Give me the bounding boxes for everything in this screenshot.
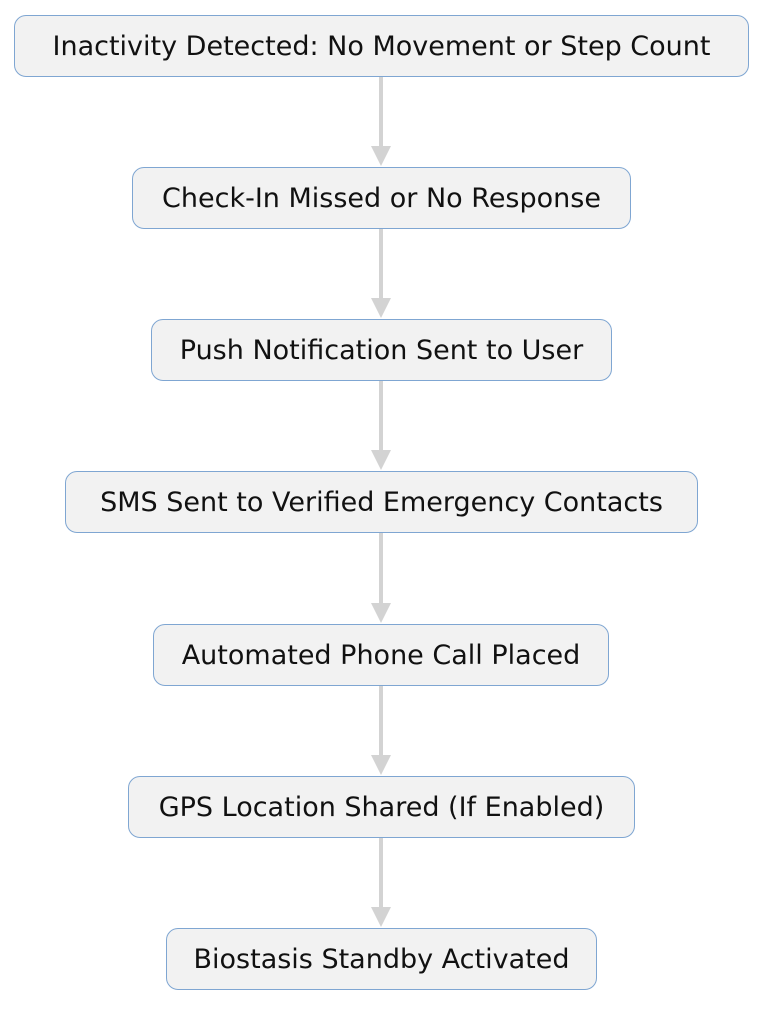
node-label: SMS Sent to Verified Emergency Contacts <box>100 486 663 518</box>
node-label: GPS Location Shared (If Enabled) <box>158 791 605 823</box>
arrowhead-icon <box>371 450 391 470</box>
arrowhead-icon <box>371 907 391 927</box>
node-biostasis-standby: Biostasis Standby Activated <box>166 928 597 990</box>
node-label: Automated Phone Call Placed <box>181 639 581 671</box>
node-label: Check-In Missed or No Response <box>162 182 601 214</box>
edge-n3-n4 <box>371 381 391 470</box>
arrowhead-icon <box>371 146 391 166</box>
arrowhead-icon <box>371 298 391 318</box>
node-automated-call: Automated Phone Call Placed <box>153 624 609 686</box>
node-label: Inactivity Detected: No Movement or Step… <box>52 30 711 62</box>
node-label: Biostasis Standby Activated <box>193 943 570 975</box>
edge-n4-n5 <box>371 533 391 623</box>
edge-n6-n7 <box>371 838 391 927</box>
edge-n1-n2 <box>371 77 391 166</box>
node-push-notification: Push Notification Sent to User <box>151 319 612 381</box>
node-gps-location-shared: GPS Location Shared (If Enabled) <box>128 776 635 838</box>
edge-n2-n3 <box>371 229 391 318</box>
arrowhead-icon <box>371 603 391 623</box>
node-label: Push Notification Sent to User <box>179 334 584 366</box>
node-sms-sent: SMS Sent to Verified Emergency Contacts <box>65 471 698 533</box>
node-check-in-missed: Check-In Missed or No Response <box>132 167 631 229</box>
edge-n5-n6 <box>371 686 391 775</box>
arrowhead-icon <box>371 755 391 775</box>
node-inactivity-detected: Inactivity Detected: No Movement or Step… <box>14 15 749 77</box>
